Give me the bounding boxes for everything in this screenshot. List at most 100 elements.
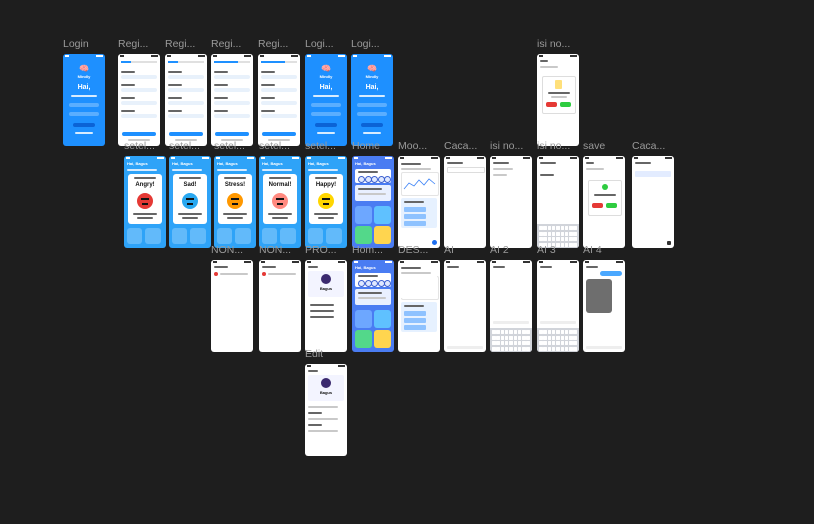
key[interactable] — [569, 226, 573, 230]
frame-home2[interactable]: Hai, Bagus — [352, 260, 394, 352]
mood-option-icon[interactable] — [358, 280, 365, 287]
key[interactable] — [573, 237, 577, 241]
key[interactable] — [509, 341, 513, 345]
key[interactable] — [543, 341, 547, 345]
key[interactable] — [547, 242, 552, 247]
mood-option-icon[interactable] — [384, 280, 391, 287]
frame-pro[interactable]: Bagus — [305, 260, 347, 352]
frame-caca1[interactable] — [444, 156, 486, 248]
key[interactable] — [560, 237, 564, 241]
key[interactable] — [513, 330, 517, 334]
key[interactable] — [560, 330, 564, 334]
key[interactable] — [526, 341, 530, 345]
key[interactable] — [504, 330, 509, 334]
key[interactable] — [500, 346, 505, 351]
key[interactable] — [573, 330, 577, 334]
key[interactable] — [513, 341, 517, 345]
menu-tile-blue2[interactable] — [374, 310, 391, 328]
frame-regi4[interactable] — [258, 54, 300, 146]
key[interactable] — [500, 335, 505, 340]
key[interactable] — [569, 341, 573, 345]
key[interactable] — [569, 335, 573, 340]
frame-ai4[interactable] — [583, 260, 625, 352]
cancel-button[interactable] — [592, 203, 603, 208]
note-entry[interactable] — [635, 171, 671, 177]
register-button[interactable] — [215, 132, 249, 136]
key[interactable] — [569, 330, 573, 334]
form-field[interactable] — [168, 101, 204, 105]
register-button[interactable] — [169, 132, 203, 136]
mood-face-icon[interactable] — [182, 193, 198, 209]
key[interactable] — [526, 346, 530, 351]
frame-regi1[interactable] — [118, 54, 160, 146]
key[interactable] — [573, 346, 577, 351]
frame-moo[interactable] — [398, 156, 440, 248]
key[interactable] — [517, 330, 522, 334]
key[interactable] — [551, 346, 556, 351]
key[interactable] — [517, 346, 522, 351]
tile-left[interactable] — [127, 228, 142, 244]
frame-home1[interactable]: Hai, Bagus — [352, 156, 394, 248]
tile-right[interactable] — [235, 228, 251, 244]
email-field[interactable] — [311, 103, 341, 107]
key[interactable] — [517, 341, 522, 345]
key[interactable] — [539, 341, 543, 345]
key[interactable] — [539, 346, 543, 351]
chat-input[interactable] — [493, 321, 529, 324]
form-field[interactable] — [261, 88, 297, 92]
key[interactable] — [509, 335, 513, 340]
tile-left[interactable] — [217, 228, 232, 244]
key[interactable] — [496, 341, 500, 345]
form-field[interactable] — [121, 75, 157, 79]
form-field[interactable] — [121, 101, 157, 105]
password-field[interactable] — [311, 112, 341, 116]
frame-des[interactable] — [398, 260, 440, 352]
key[interactable] — [551, 242, 556, 247]
key[interactable] — [569, 346, 573, 351]
key[interactable] — [551, 341, 556, 345]
key[interactable] — [569, 237, 573, 241]
key[interactable] — [560, 231, 564, 236]
menu-tile-green[interactable] — [355, 330, 372, 348]
key[interactable] — [551, 237, 556, 241]
mood-face-icon[interactable] — [227, 193, 243, 209]
key[interactable] — [539, 330, 543, 334]
mood-option-icon[interactable] — [358, 176, 365, 183]
key[interactable] — [560, 335, 564, 340]
tile-left[interactable] — [308, 228, 323, 244]
key[interactable] — [513, 335, 517, 340]
key[interactable] — [526, 330, 530, 334]
key[interactable] — [504, 346, 509, 351]
key[interactable] — [504, 341, 509, 345]
key[interactable] — [573, 226, 577, 230]
key[interactable] — [496, 330, 500, 334]
key[interactable] — [543, 237, 547, 241]
key[interactable] — [573, 242, 577, 247]
key[interactable] — [564, 341, 569, 345]
key[interactable] — [547, 226, 552, 230]
key[interactable] — [573, 341, 577, 345]
key[interactable] — [539, 242, 543, 247]
key[interactable] — [560, 341, 564, 345]
key[interactable] — [492, 330, 496, 334]
key[interactable] — [522, 341, 526, 345]
key[interactable] — [547, 330, 552, 334]
password-field[interactable] — [357, 112, 387, 116]
mood-face-icon[interactable] — [137, 193, 153, 209]
key[interactable] — [547, 341, 552, 345]
key[interactable] — [547, 231, 552, 236]
mood-option-icon[interactable] — [384, 176, 391, 183]
login-button[interactable] — [315, 123, 337, 127]
frame-regi2[interactable] — [165, 54, 207, 146]
key[interactable] — [573, 335, 577, 340]
form-field[interactable] — [214, 114, 250, 118]
key[interactable] — [543, 226, 547, 230]
frame-isino1[interactable] — [537, 54, 579, 146]
frame-non1[interactable] — [211, 260, 253, 352]
key[interactable] — [569, 242, 573, 247]
key[interactable] — [522, 335, 526, 340]
